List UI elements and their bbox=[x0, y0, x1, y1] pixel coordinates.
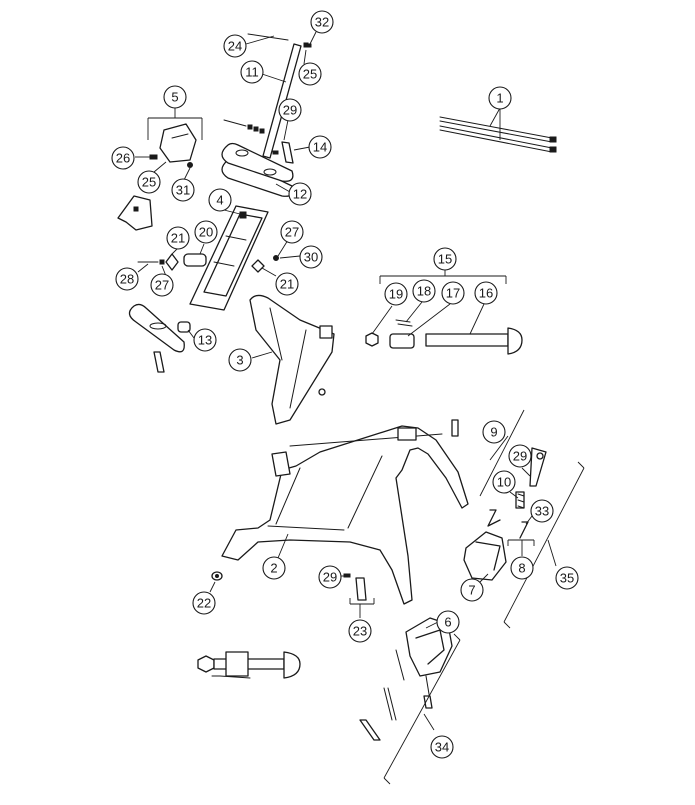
callout-26-label: 26 bbox=[116, 151, 130, 166]
part-13-plate bbox=[128, 303, 191, 373]
callout-4-label: 4 bbox=[216, 193, 223, 208]
part-9-assembly bbox=[463, 447, 547, 581]
callout-30-label: 30 bbox=[304, 250, 318, 265]
callout-13-label: 13 bbox=[198, 333, 212, 348]
part-15-assembly bbox=[365, 319, 523, 355]
callout-3: 3 bbox=[228, 348, 252, 372]
callout-34: 34 bbox=[430, 735, 454, 759]
callout-12-label: 12 bbox=[293, 187, 307, 202]
callout-3-label: 3 bbox=[236, 353, 243, 368]
callout-27a-label: 27 bbox=[155, 278, 169, 293]
callout-32: 32 bbox=[310, 10, 334, 34]
callout-25a: 25 bbox=[298, 62, 322, 86]
callout-1: 1 bbox=[488, 86, 512, 110]
callout-25b-label: 25 bbox=[142, 175, 156, 190]
callout-22: 22 bbox=[192, 591, 216, 615]
callout-33-label: 33 bbox=[535, 504, 549, 519]
callout-5-label: 5 bbox=[171, 90, 178, 105]
callout-29a: 29 bbox=[278, 98, 302, 122]
callout-4: 4 bbox=[208, 188, 232, 212]
part-12-plates bbox=[221, 142, 294, 197]
callout-16-label: 16 bbox=[479, 286, 493, 301]
callout-5: 5 bbox=[163, 85, 187, 109]
callout-24-label: 24 bbox=[228, 39, 242, 54]
callout-10: 10 bbox=[492, 470, 516, 494]
callout-2: 2 bbox=[262, 556, 286, 580]
callout-8-label: 8 bbox=[518, 561, 525, 576]
callout-29c-label: 29 bbox=[323, 570, 337, 585]
callout-23-label: 23 bbox=[353, 624, 367, 639]
callout-31-label: 31 bbox=[176, 183, 190, 198]
callout-19-label: 19 bbox=[389, 287, 403, 302]
callout-35: 35 bbox=[555, 566, 579, 590]
callout-34-label: 34 bbox=[435, 740, 449, 755]
callout-2-label: 2 bbox=[270, 561, 277, 576]
callout-9: 9 bbox=[482, 420, 506, 444]
part-fasteners-left bbox=[137, 253, 279, 273]
part-4-housing bbox=[189, 205, 269, 311]
callout-27b-label: 27 bbox=[285, 225, 299, 240]
callout-35-label: 35 bbox=[560, 571, 574, 586]
callout-11-label: 11 bbox=[245, 65, 259, 80]
callout-26: 26 bbox=[111, 146, 135, 170]
callout-10-label: 10 bbox=[497, 475, 511, 490]
callout-25b: 25 bbox=[137, 170, 161, 194]
callout-7-label: 7 bbox=[468, 583, 475, 598]
callout-12: 12 bbox=[288, 182, 312, 206]
callout-15: 15 bbox=[433, 247, 457, 271]
callout-21a-label: 21 bbox=[171, 231, 185, 246]
callout-21b-label: 21 bbox=[280, 277, 294, 292]
callout-18-label: 18 bbox=[417, 284, 431, 299]
callout-15-label: 15 bbox=[438, 252, 452, 267]
callout-8: 8 bbox=[510, 556, 534, 580]
callout-27a: 27 bbox=[150, 273, 174, 297]
part-14-pin bbox=[272, 141, 294, 164]
callout-18: 18 bbox=[412, 279, 436, 303]
part-2-a-frame bbox=[221, 419, 469, 605]
callout-9-label: 9 bbox=[490, 425, 497, 440]
part-3-pivot-frame bbox=[249, 294, 335, 425]
callout-6-label: 6 bbox=[444, 615, 451, 630]
callout-28: 28 bbox=[115, 267, 139, 291]
callout-30: 30 bbox=[299, 245, 323, 269]
callout-24: 24 bbox=[223, 34, 247, 58]
callout-13: 13 bbox=[193, 328, 217, 352]
callout-7: 7 bbox=[460, 578, 484, 602]
callout-16: 16 bbox=[474, 281, 498, 305]
callout-1-label: 1 bbox=[496, 91, 503, 106]
leader-lines bbox=[135, 31, 585, 785]
callout-6: 6 bbox=[436, 610, 460, 634]
callout-11: 11 bbox=[240, 60, 264, 84]
callout-22-label: 22 bbox=[197, 596, 211, 611]
callout-21b: 21 bbox=[275, 272, 299, 296]
part-6-coupler bbox=[359, 617, 453, 741]
callout-23: 23 bbox=[348, 619, 372, 643]
callout-27b: 27 bbox=[280, 220, 304, 244]
callout-32-label: 32 bbox=[315, 15, 329, 30]
callout-31: 31 bbox=[171, 178, 195, 202]
part-5-bracket bbox=[117, 123, 197, 231]
part-1-rods bbox=[439, 116, 557, 153]
callout-14-label: 14 bbox=[313, 140, 327, 155]
callout-17-label: 17 bbox=[446, 286, 460, 301]
callout-33: 33 bbox=[530, 499, 554, 523]
callout-20: 20 bbox=[194, 220, 218, 244]
callout-29c: 29 bbox=[318, 565, 342, 589]
callout-28-label: 28 bbox=[120, 272, 134, 287]
part-11-shaft bbox=[223, 33, 312, 159]
callout-19: 19 bbox=[384, 282, 408, 306]
callout-20-label: 20 bbox=[199, 225, 213, 240]
jack-stand bbox=[197, 651, 301, 679]
callout-29b-label: 29 bbox=[513, 449, 527, 464]
callout-25a-label: 25 bbox=[303, 67, 317, 82]
callout-29a-label: 29 bbox=[283, 103, 297, 118]
part-23-pin bbox=[343, 573, 367, 601]
callout-14: 14 bbox=[308, 135, 332, 159]
callout-17: 17 bbox=[441, 281, 465, 305]
callout-29b: 29 bbox=[508, 444, 532, 468]
part-22-washer bbox=[211, 571, 223, 581]
callout-21a: 21 bbox=[166, 226, 190, 250]
